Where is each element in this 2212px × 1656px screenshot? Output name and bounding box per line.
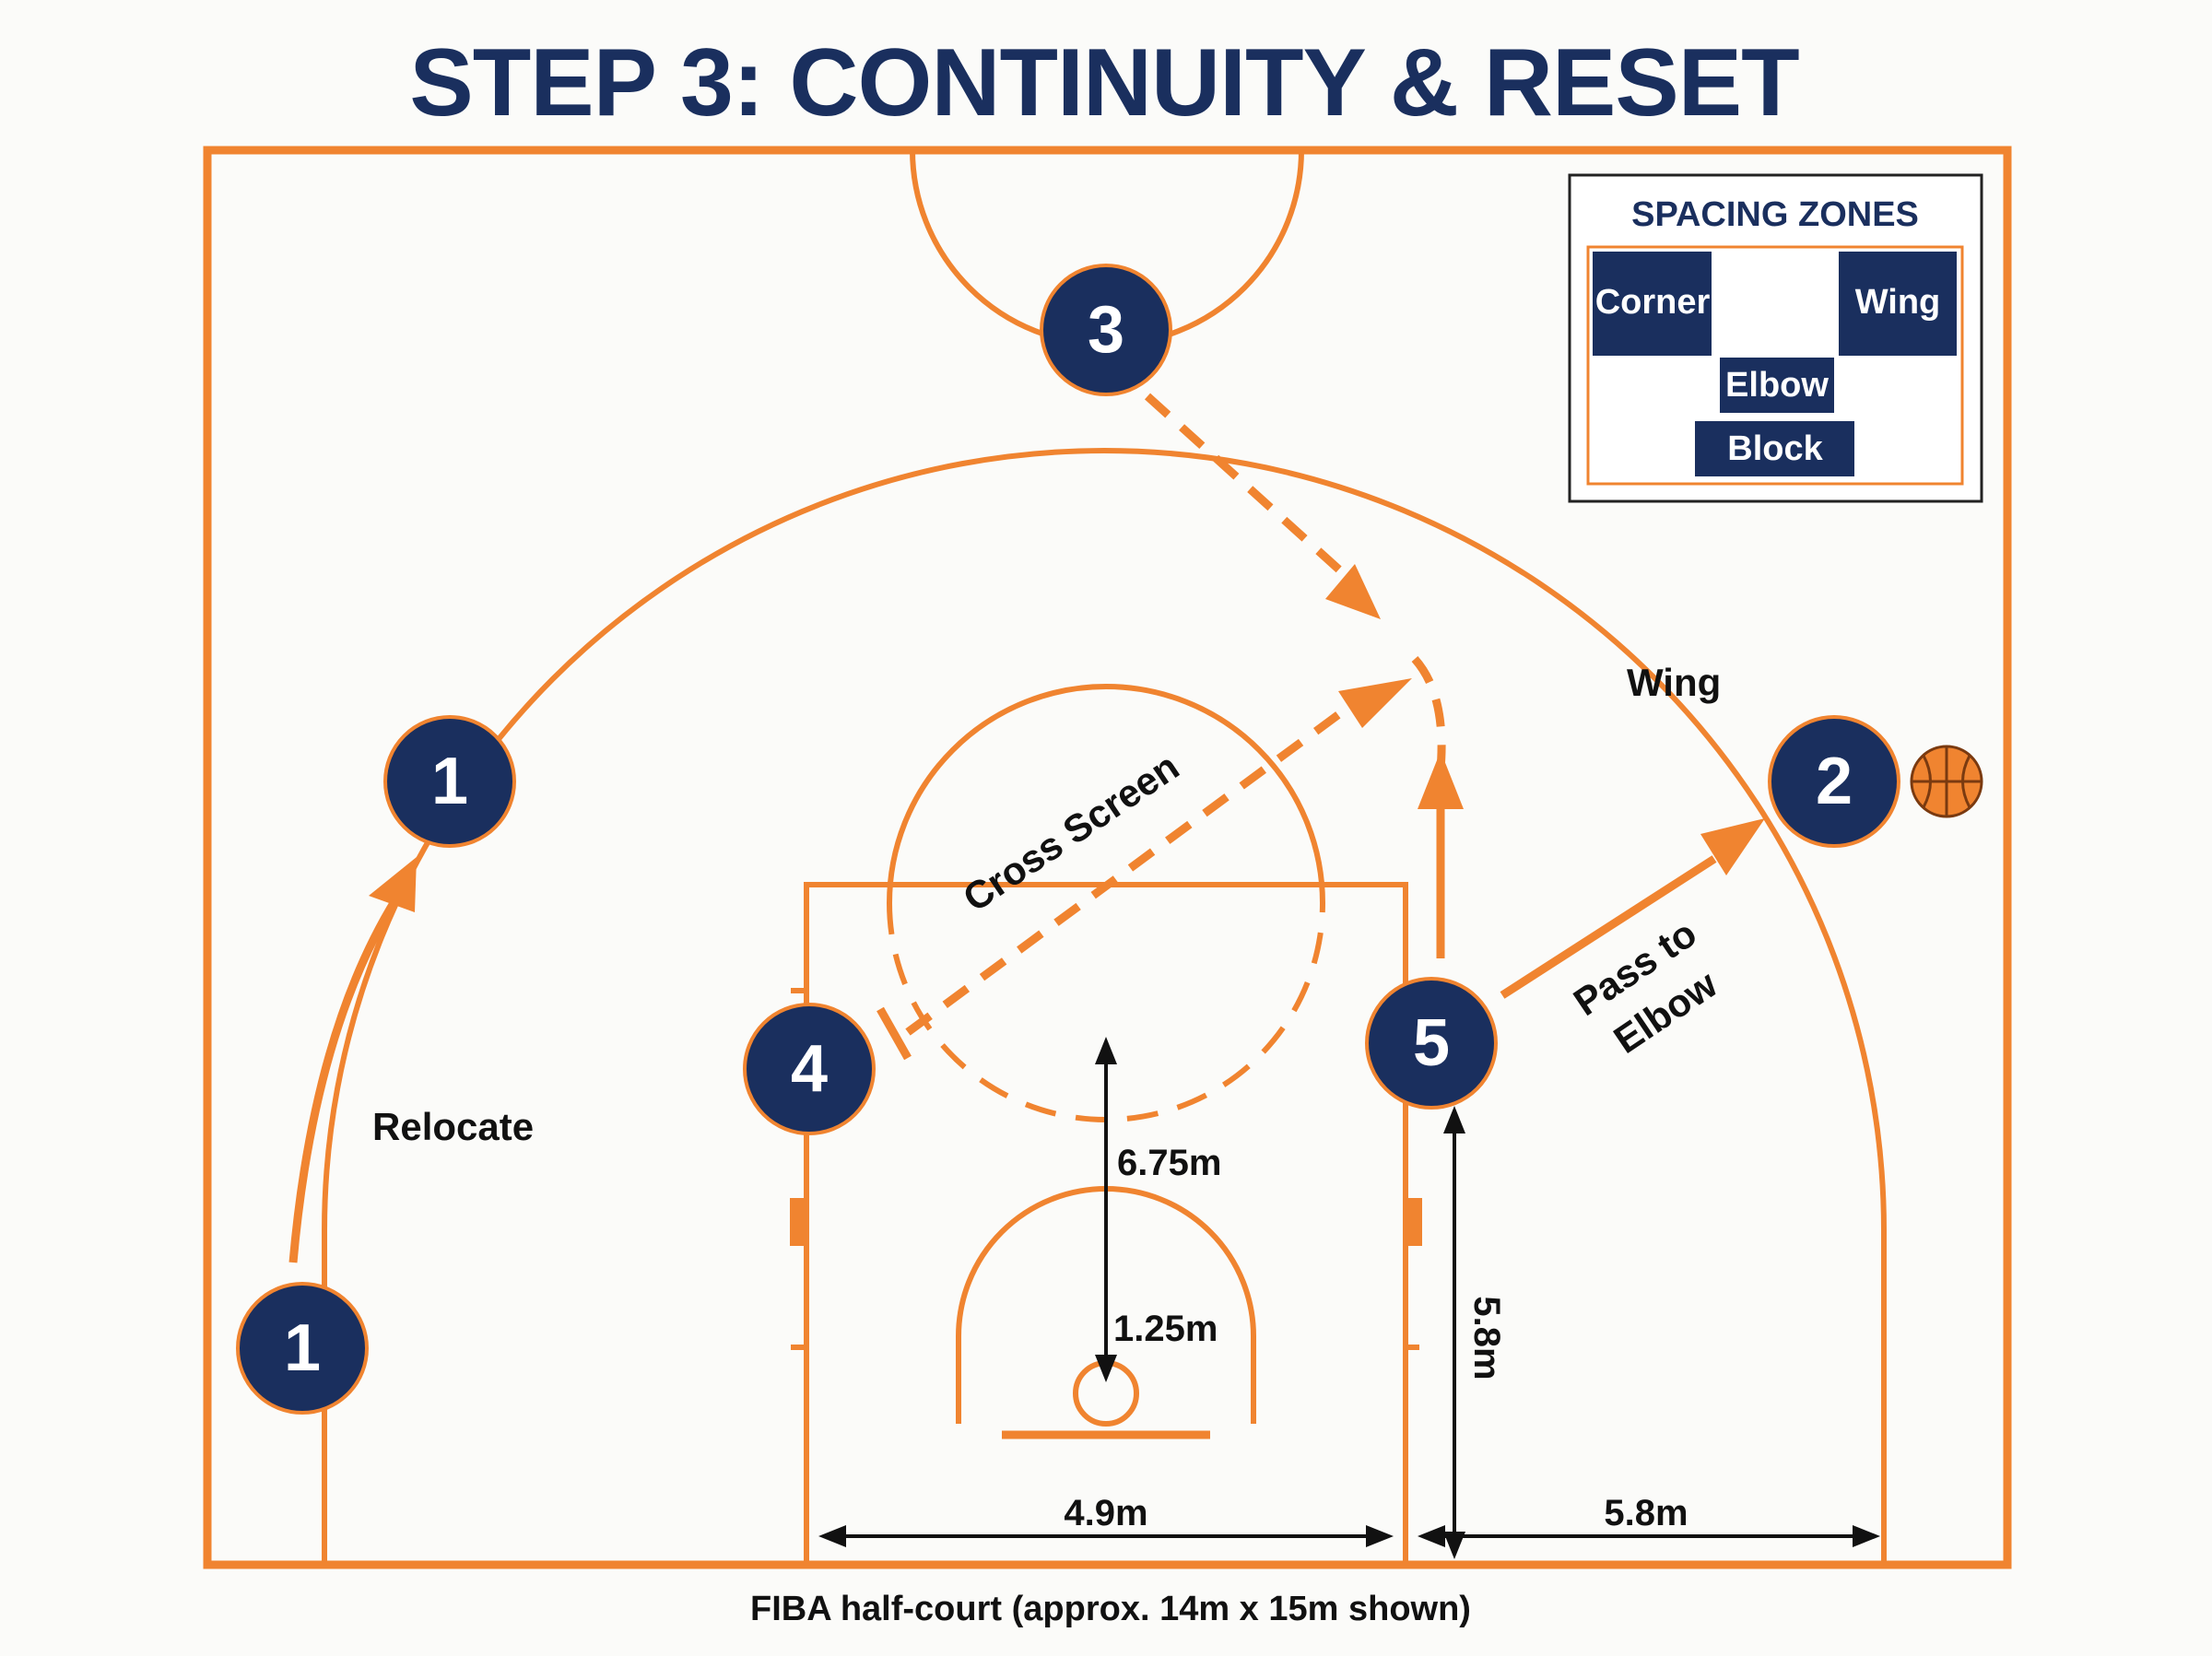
dim-label-3pt: 6.75m <box>1117 1143 1221 1183</box>
zone-label: Wing <box>1855 283 1941 322</box>
pass-arrow <box>1500 855 1717 999</box>
lane-block <box>790 1198 805 1246</box>
screen-marker <box>877 1006 912 1061</box>
dim-label-restricted: 1.25m <box>1113 1309 1218 1349</box>
player-number: 1 <box>431 745 468 818</box>
player-number: 3 <box>1088 293 1124 367</box>
cross-screen-arrowhead <box>1338 678 1412 728</box>
cut-arrowhead-3 <box>1325 564 1381 619</box>
dim-label-lane-length: 5.8m <box>1466 1296 1507 1380</box>
basketball-icon <box>1910 745 1983 818</box>
player-4: 4 <box>743 1003 876 1135</box>
pop-arrowhead-5 <box>1418 751 1464 809</box>
zone-label: Block <box>1727 429 1823 468</box>
dim-arrowhead <box>1418 1525 1445 1547</box>
zone-block: Block <box>1695 421 1854 476</box>
dim-arrowhead <box>818 1525 846 1547</box>
player-5: 5 <box>1365 977 1498 1110</box>
player-number: 5 <box>1413 1006 1450 1080</box>
dim-arrowhead <box>1366 1525 1394 1547</box>
legend-title: SPACING ZONES <box>1631 195 1919 234</box>
cross-screen-label: Cross Screen <box>955 745 1186 920</box>
wing-label: Wing <box>1627 661 1721 704</box>
player-1-top: 1 <box>383 715 516 848</box>
lane-block <box>1407 1198 1422 1246</box>
cut-arrow-3 <box>1144 393 1345 575</box>
player-2: 2 <box>1768 715 1900 848</box>
dim-arrowhead <box>1853 1525 1880 1547</box>
free-throw-circle-top <box>887 684 1325 904</box>
relocate-arrow <box>288 896 400 1263</box>
page-title: STEP 3: CONTINUITY & RESET <box>409 29 1799 136</box>
player-number: 4 <box>791 1032 828 1106</box>
zone-label: Elbow <box>1725 366 1829 405</box>
player-1-bottom: 1 <box>236 1282 369 1415</box>
zone-wing: Wing <box>1839 252 1957 356</box>
legend-inner-frame <box>1586 245 1964 486</box>
court-boundary <box>203 146 2012 1569</box>
zone-elbow: Elbow <box>1720 358 1834 413</box>
court-caption: FIBA half-court (approx. 14m x 15m shown… <box>750 1590 1471 1628</box>
dim-arrowhead <box>1095 1355 1117 1382</box>
dim-arrowhead <box>1443 1532 1465 1559</box>
dim-label-lane-to-line: 5.8m <box>1604 1493 1688 1533</box>
player-number: 2 <box>1816 745 1853 818</box>
zone-corner: Corner <box>1593 252 1712 356</box>
dim-arrowhead <box>1095 1037 1117 1064</box>
dim-arrowhead <box>1443 1106 1465 1133</box>
zone-label: Corner <box>1595 283 1711 322</box>
player-3: 3 <box>1040 264 1172 396</box>
relocate-arrowhead <box>369 857 417 912</box>
movement-arrows <box>288 393 1765 1263</box>
spacing-zones-legend: SPACING ZONES Corner Wing Elbow Block <box>1568 173 1983 503</box>
player-number: 1 <box>284 1311 321 1385</box>
cross-screen-arrow <box>905 692 1367 1036</box>
dim-label-lane-width: 4.9m <box>1064 1493 1147 1533</box>
pass-arrowhead <box>1700 818 1765 875</box>
relocate-label: Relocate <box>372 1105 534 1148</box>
dimension-markers: 6.75m 1.25m 5.8m 4.9m 5.8m <box>818 1037 1880 1559</box>
